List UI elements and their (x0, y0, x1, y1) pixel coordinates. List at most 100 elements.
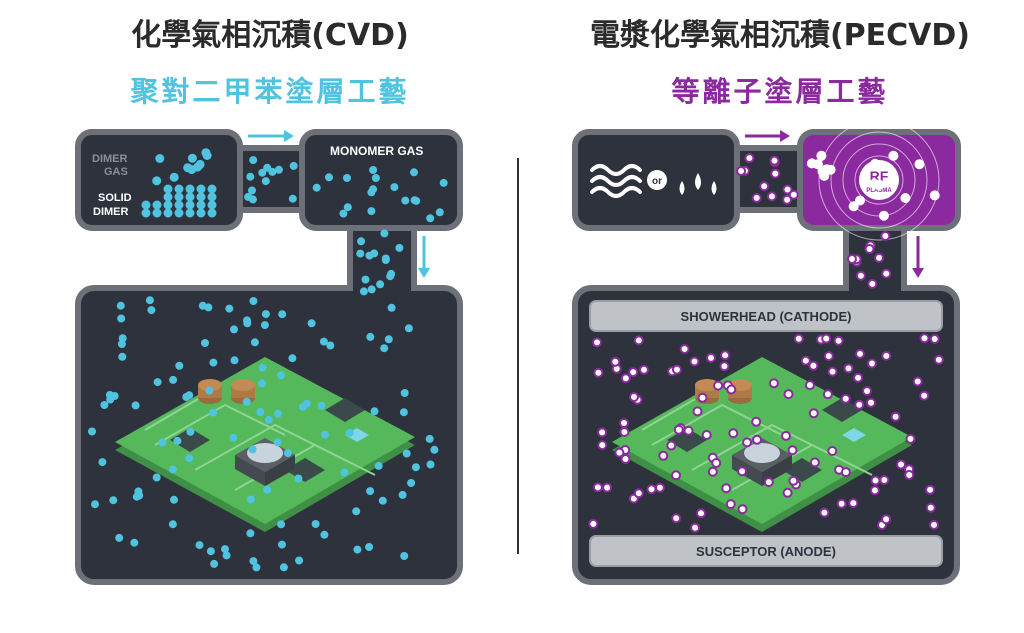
particle (905, 433, 916, 444)
particle (187, 153, 197, 163)
solid-dimer-particle (207, 208, 217, 218)
particle (593, 367, 604, 378)
particle (752, 434, 762, 445)
particle (737, 466, 748, 477)
particle (278, 310, 287, 319)
particle (766, 191, 777, 202)
particle (359, 287, 368, 296)
particle (116, 301, 125, 310)
solid-dimer-particle (185, 184, 195, 194)
pecvd-particles (588, 150, 944, 533)
particle (619, 427, 630, 437)
particle (263, 485, 272, 494)
particle (173, 436, 182, 445)
particle (175, 361, 184, 370)
particle (221, 545, 229, 554)
particle (312, 183, 321, 192)
particle (155, 154, 165, 163)
particle (387, 269, 396, 278)
particle (230, 356, 239, 365)
particle (204, 303, 213, 312)
particle (742, 437, 753, 448)
showerhead-label: SHOWERHEAD (CATHODE) (681, 309, 852, 324)
particle (353, 545, 362, 554)
particle (744, 153, 755, 164)
particle (411, 463, 420, 472)
particle (289, 161, 298, 170)
plasma-label: PLASMA (866, 188, 892, 194)
particle (671, 513, 682, 524)
solid-dimer-particle (163, 208, 173, 218)
particle (158, 438, 167, 447)
particle (268, 167, 277, 176)
particle (639, 364, 649, 375)
particle (879, 475, 890, 485)
solid-dimer-particle (152, 208, 162, 218)
pecvd-title: 電漿化學氣相沉積(PECVD) (589, 18, 971, 53)
particle (185, 454, 194, 463)
particle (592, 337, 602, 348)
particle (719, 361, 730, 372)
particle (118, 334, 127, 343)
solid-dimer-particle (152, 200, 162, 210)
particle (866, 397, 876, 408)
particle (145, 296, 154, 305)
particle (827, 446, 838, 456)
particle (881, 514, 892, 525)
particle (370, 407, 379, 416)
particle (356, 249, 365, 258)
particle (407, 479, 416, 487)
solid-dimer-particle (141, 200, 151, 210)
particle (401, 196, 410, 205)
particle (840, 467, 851, 478)
particle (402, 449, 411, 458)
particle (98, 458, 107, 467)
monomer-chamber (299, 129, 463, 231)
or-badge (647, 170, 667, 190)
particle (380, 344, 389, 353)
particle (912, 376, 923, 387)
solid-dimer-particle (174, 200, 184, 210)
particle (109, 496, 118, 505)
particle (725, 499, 736, 510)
particle (726, 384, 737, 395)
particle (426, 214, 435, 223)
particle (256, 408, 265, 416)
particle (658, 450, 669, 461)
particle (782, 194, 793, 205)
particle (339, 209, 348, 218)
particle (248, 445, 257, 454)
right-arrow-icon-cyan (248, 130, 294, 142)
particle (152, 176, 162, 186)
particle (919, 390, 930, 401)
particle (925, 484, 936, 495)
particle (854, 399, 865, 410)
particle (261, 177, 270, 186)
particle (425, 434, 434, 443)
particle (302, 399, 311, 408)
solid-dimer-particle (196, 192, 206, 202)
particle (170, 495, 178, 504)
particle (230, 325, 238, 334)
particle (319, 337, 328, 346)
particle (325, 173, 333, 182)
solid-dimer-particle (174, 192, 184, 202)
particle (633, 335, 644, 346)
particle (671, 364, 682, 375)
particle (870, 158, 881, 169)
particle (209, 358, 218, 367)
particle (701, 430, 712, 440)
particle (827, 366, 838, 377)
solid-dimer-particle (174, 208, 184, 218)
particle (246, 495, 255, 504)
particle (629, 392, 639, 402)
particle (707, 466, 718, 477)
particle (258, 379, 266, 388)
particle (361, 275, 370, 284)
particle (683, 425, 694, 436)
particle (229, 433, 238, 442)
solid-dimer-particle (185, 200, 195, 210)
particle (808, 360, 819, 371)
particle (904, 470, 915, 480)
